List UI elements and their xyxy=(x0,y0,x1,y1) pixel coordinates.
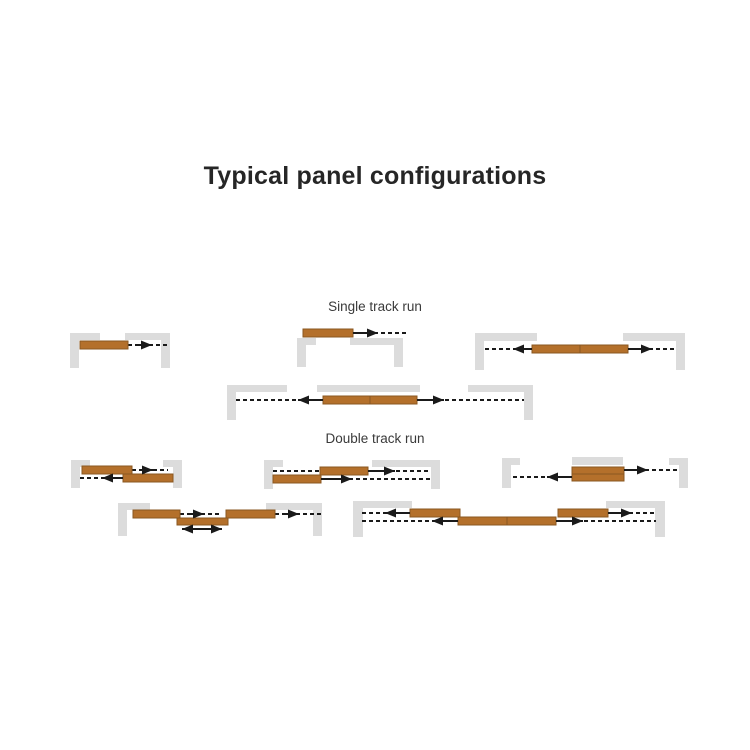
double-track-run-label: Double track run xyxy=(325,431,425,446)
panel xyxy=(506,516,557,526)
arrow-head-right-icon xyxy=(341,474,352,484)
wall-segment xyxy=(394,338,403,367)
arrow-head-right-icon xyxy=(384,466,395,476)
wall-segment xyxy=(71,460,90,467)
panel xyxy=(579,344,629,354)
wall-segment xyxy=(266,503,322,510)
arrow-head-right-icon xyxy=(637,465,648,475)
figure-double-center-stack-biparting xyxy=(502,457,688,488)
wall-segment xyxy=(679,458,688,488)
wall-segment xyxy=(313,503,322,536)
wall-segment xyxy=(669,458,688,465)
figure-single-outside-mount xyxy=(297,328,408,367)
wall-segment xyxy=(125,333,170,340)
panel xyxy=(557,508,609,518)
arrow-head-right-icon xyxy=(621,508,632,518)
arrow-head-left-icon xyxy=(547,472,558,482)
arrow-head-right-icon xyxy=(288,509,299,519)
arrow-head-right-icon xyxy=(141,340,152,350)
wall-segment xyxy=(173,460,182,488)
figure-single-two-panel-biparting xyxy=(475,333,685,370)
figure-double-two-panel-telescoping xyxy=(71,460,182,488)
panel xyxy=(176,517,229,526)
wall-segment xyxy=(623,333,685,341)
arrow-head-right-icon xyxy=(433,395,444,405)
page-title: Typical panel configurations xyxy=(203,162,547,190)
figure-double-two-panel-same-direction xyxy=(264,460,440,489)
arrow-head-left-icon xyxy=(385,508,396,518)
wall-segment xyxy=(297,338,316,345)
wall-segment xyxy=(353,501,363,537)
wall-segment xyxy=(572,457,623,465)
arrow-head-right-icon xyxy=(211,524,222,534)
arrow-head-left-icon xyxy=(513,344,524,354)
wall-segment xyxy=(676,333,685,370)
panel xyxy=(272,474,322,484)
panel xyxy=(79,340,129,350)
arrow-head-left-icon xyxy=(102,473,113,483)
panel xyxy=(571,466,625,475)
wall-segment xyxy=(70,333,100,340)
wall-segment xyxy=(161,333,170,368)
figure-single-two-panel-center-header xyxy=(227,385,533,420)
arrow-head-right-icon xyxy=(193,509,204,519)
panel xyxy=(409,508,461,518)
wall-segment xyxy=(353,501,412,508)
wall-segment xyxy=(70,333,79,368)
wall-segment xyxy=(227,385,287,392)
wall-segment xyxy=(350,338,403,345)
wall-segment xyxy=(475,333,484,370)
wall-segment xyxy=(264,460,283,467)
wall-segment xyxy=(71,460,80,488)
panel xyxy=(302,328,354,338)
wall-segment xyxy=(227,385,236,420)
wall-segment xyxy=(468,385,533,392)
wall-segment xyxy=(431,460,440,489)
panel xyxy=(122,473,174,483)
arrow-head-left-icon xyxy=(298,395,309,405)
figure-double-three-panel xyxy=(118,503,323,536)
wall-segment xyxy=(264,460,273,489)
panel xyxy=(132,509,181,519)
wall-segment xyxy=(118,503,127,536)
arrow-head-left-icon xyxy=(432,516,443,526)
panel xyxy=(322,395,371,405)
arrow-head-right-icon xyxy=(367,328,378,338)
arrow-head-right-icon xyxy=(572,516,583,526)
arrow-head-right-icon xyxy=(641,344,652,354)
figure-single-one-panel-right xyxy=(70,333,170,368)
wall-segment xyxy=(502,458,520,465)
wall-segment xyxy=(372,460,440,467)
arrow-head-left-icon xyxy=(182,524,193,534)
panel xyxy=(319,466,369,476)
wall-segment xyxy=(163,460,182,467)
wall-segment xyxy=(502,458,511,488)
wall-segment xyxy=(475,333,537,341)
figure-double-four-panel-biparting xyxy=(353,501,665,537)
panel xyxy=(369,395,418,405)
wall-segment xyxy=(524,385,533,420)
panel xyxy=(531,344,581,354)
panel xyxy=(81,465,133,475)
wall-segment xyxy=(317,385,420,392)
wall-segment xyxy=(297,338,306,367)
panel xyxy=(571,473,625,482)
single-track-run-label: Single track run xyxy=(328,299,422,314)
wall-segment xyxy=(118,503,150,510)
panel xyxy=(225,509,276,519)
panel xyxy=(457,516,508,526)
wall-segment xyxy=(655,501,665,537)
wall-segment xyxy=(606,501,665,508)
arrow-head-right-icon xyxy=(142,465,153,475)
